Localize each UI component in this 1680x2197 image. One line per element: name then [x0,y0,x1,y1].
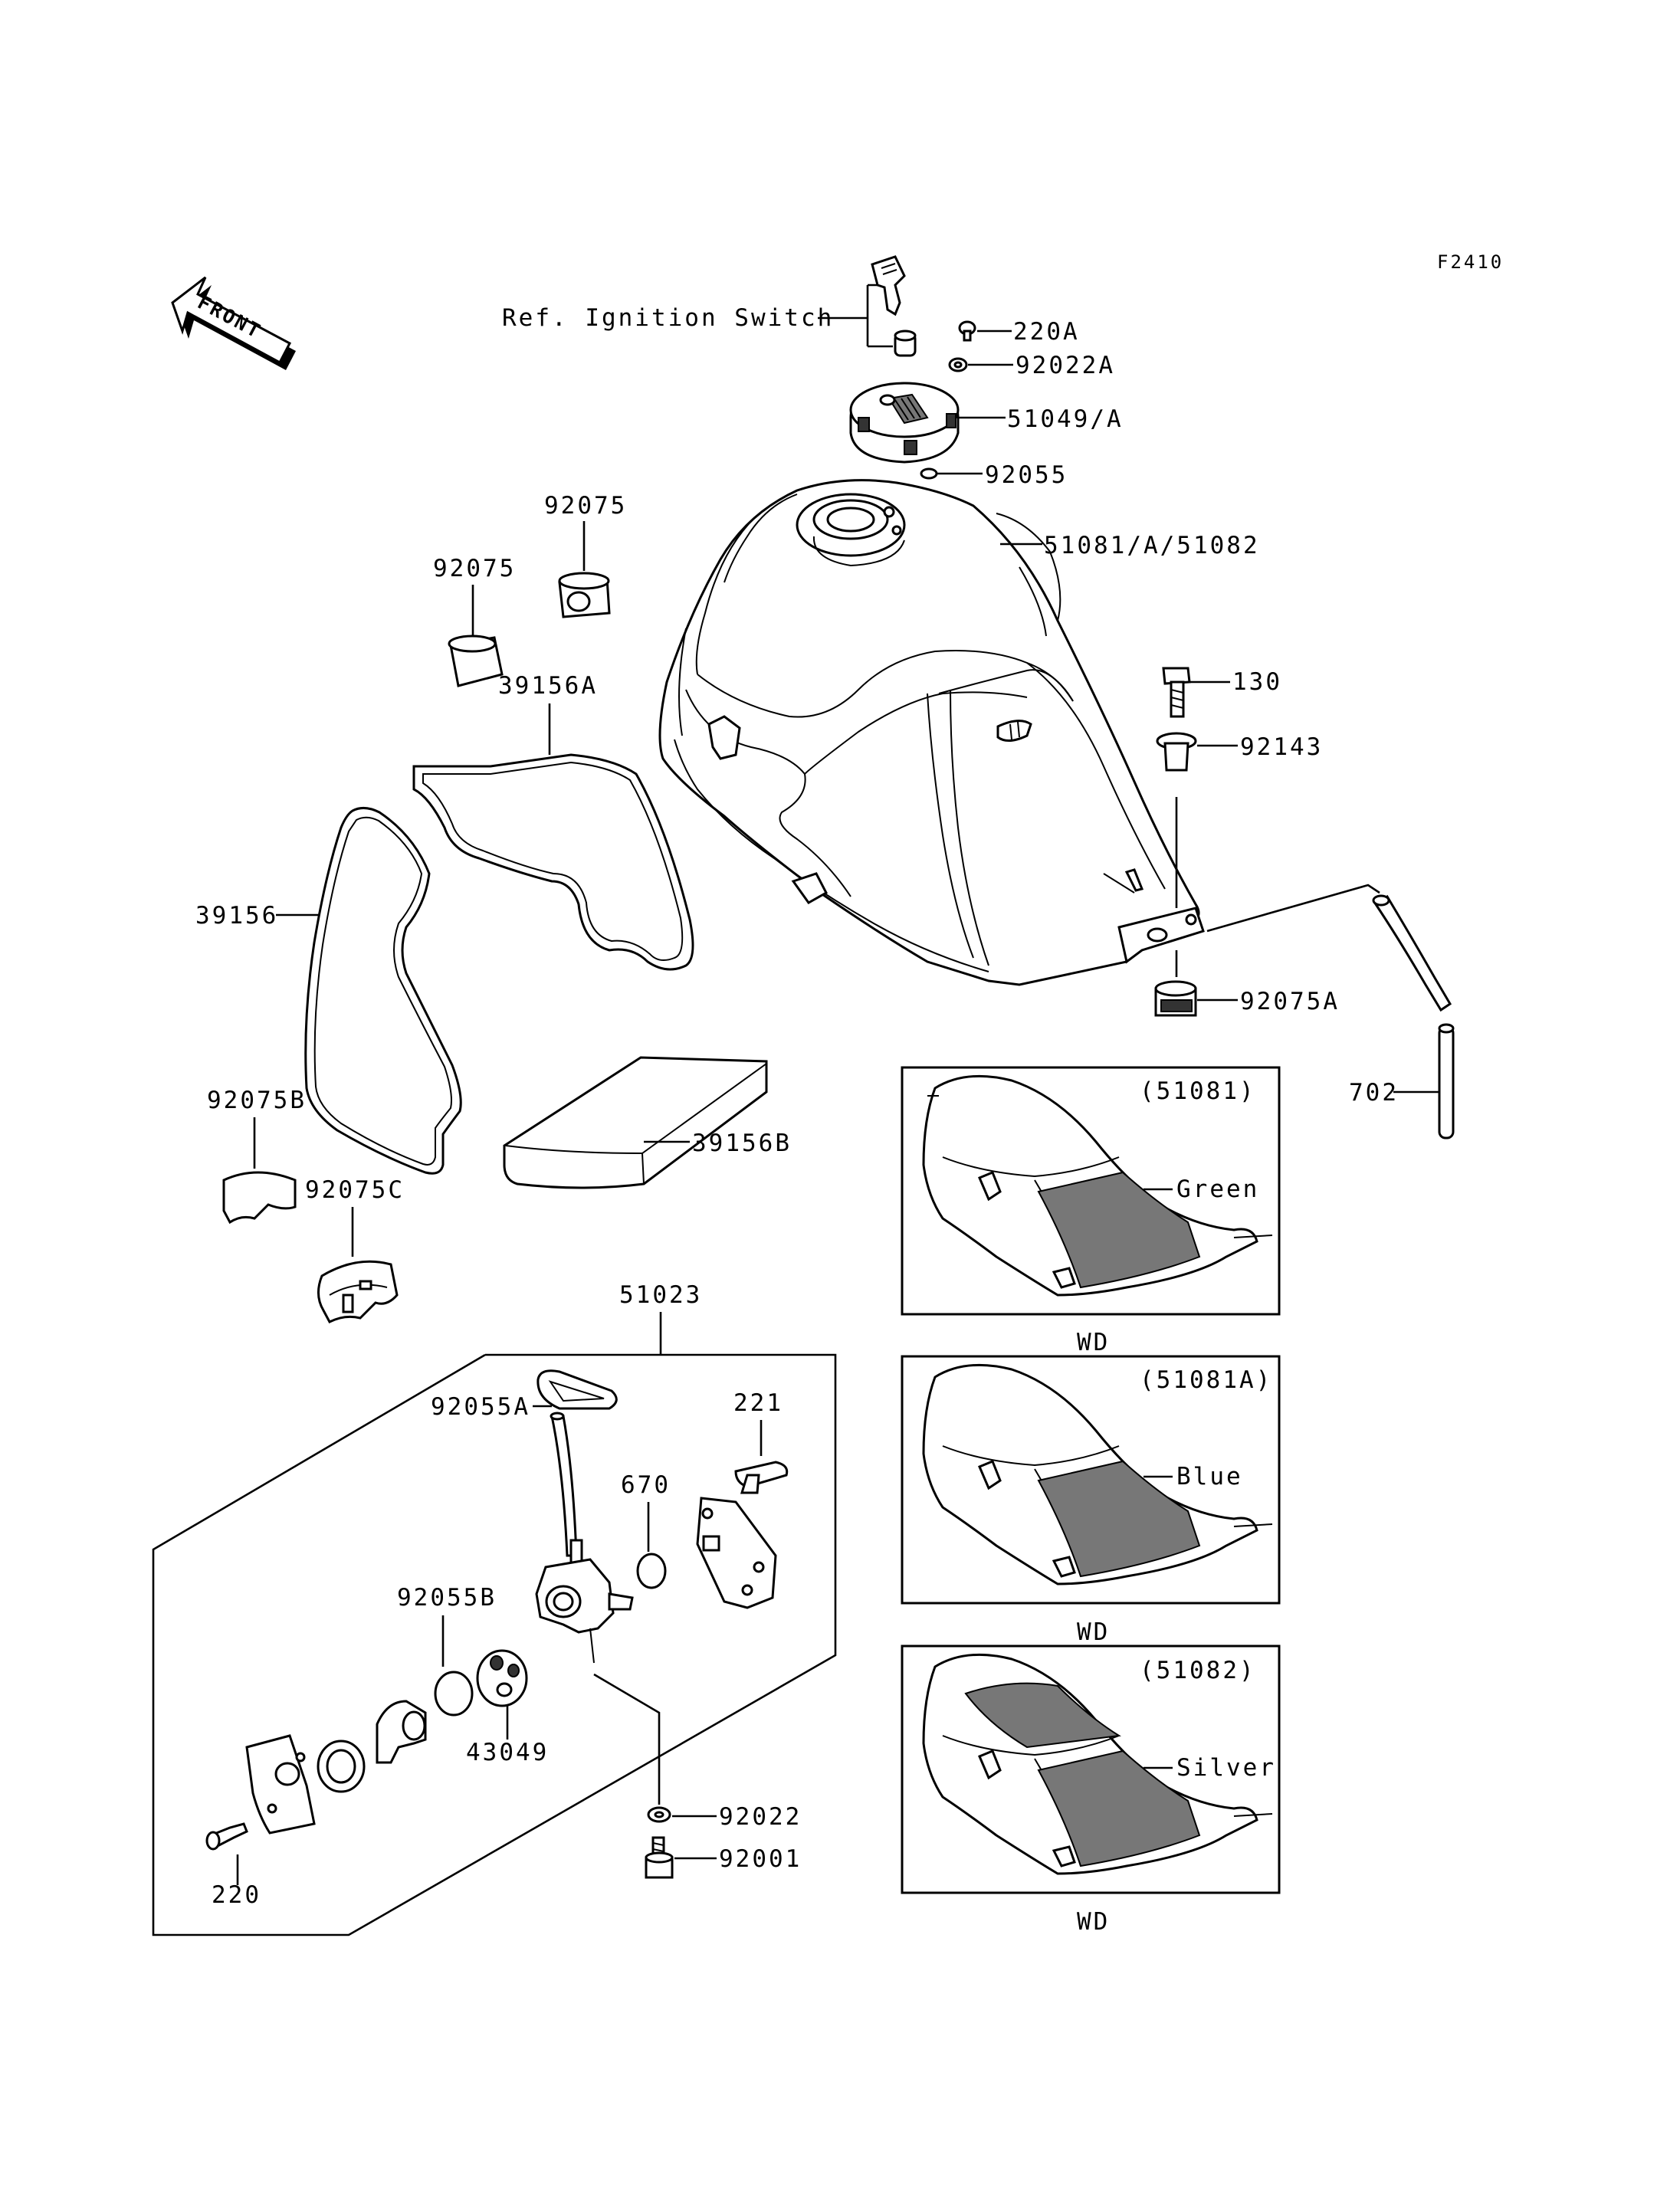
washer-92022a-icon [948,357,968,372]
label-92022: 92022 [719,1803,802,1831]
label-92075-top: 92075 [544,492,627,520]
gasket-92055a-icon [536,1369,618,1410]
fuel-cock-icon [535,1412,634,1664]
bolt-92001-icon [645,1836,674,1879]
label-51049a: 51049/A [1007,405,1124,433]
label-130: 130 [1232,668,1282,696]
fuel-tank-icon [658,479,1205,986]
screw-220a-icon [958,320,976,342]
label-220: 220 [212,1881,261,1909]
label-92075b: 92075B [207,1087,307,1114]
ref-ignition-switch: Ref. Ignition Switch [502,304,834,332]
washer-92022-icon [647,1806,671,1823]
front-arrow-icon: FRONT [171,276,296,370]
variant-code: (51082) [1140,1657,1256,1684]
damper-92075b-icon [222,1171,297,1225]
fuel-cock-assembly-box [152,1353,837,1936]
bolt-130-icon [1162,667,1191,718]
label-43049: 43049 [466,1739,549,1766]
gasket-43049-icon [476,1649,528,1707]
fuel-cap-icon [849,382,960,464]
damper-92075-top-icon [558,572,611,618]
o-ring-92055b-icon [434,1671,474,1717]
label-92022a: 92022A [1016,352,1115,379]
variant-panel-51082: (51082) Silver [901,1644,1281,1894]
tank-variant-green-icon [922,1074,1273,1297]
label-92001: 92001 [719,1845,802,1873]
label-51081: 51081/A/51082 [1044,532,1260,559]
pad-39156b-icon [503,1056,768,1189]
variant-panel-51081: (51081) Green [901,1066,1281,1316]
label-92075a: 92075A [1240,988,1340,1015]
label-39156a: 39156A [498,672,598,700]
variant-color: Blue [1176,1463,1243,1490]
label-92055b: 92055B [397,1584,497,1612]
insulator-39156a-icon [412,753,694,971]
screw-220-icon [205,1822,248,1851]
cock-lever-icon [376,1700,427,1764]
screw-221-icon [734,1461,789,1494]
label-92143: 92143 [1240,733,1323,761]
lever-ring-icon [317,1740,366,1793]
damper-92075c-icon [317,1260,399,1323]
label-92075-left: 92075 [433,555,516,582]
o-ring-92055-icon [920,467,938,480]
label-221: 221 [733,1389,783,1417]
lever-plate-icon [245,1734,316,1835]
variant-panel-51081a: (51081A) Blue [901,1355,1281,1605]
label-92055a: 92055A [431,1393,530,1421]
variant-region: WD [1077,1618,1110,1646]
damper-92075a-icon [1154,980,1197,1017]
label-702: 702 [1349,1079,1399,1107]
label-220a: 220A [1013,318,1080,346]
damper-92075-left-icon [448,635,504,687]
variant-code: (51081) [1140,1077,1256,1105]
label-670: 670 [621,1471,671,1499]
variant-color: Silver [1176,1754,1276,1782]
label-51023: 51023 [619,1281,702,1309]
label-92075c: 92075C [305,1176,405,1204]
label-92055: 92055 [985,461,1068,489]
label-39156b: 39156B [692,1130,792,1157]
insulator-39156-icon [304,807,462,1175]
variant-code: (51081A) [1140,1366,1272,1394]
variant-color: Green [1176,1176,1259,1203]
variant-region: WD [1077,1908,1110,1936]
collar-92143-icon [1156,732,1197,772]
tank-variant-blue-icon [922,1363,1273,1585]
key-cylinder-icon [894,330,917,357]
ignition-key-icon [871,255,906,316]
hose-702-icon [1372,894,1455,1139]
figure-id: F2410 [1437,251,1504,273]
cock-cover-icon [696,1497,777,1609]
variant-region: WD [1077,1329,1110,1356]
tank-variant-silver-icon [922,1653,1273,1875]
label-39156: 39156 [195,902,278,930]
o-ring-670-icon [636,1553,667,1589]
